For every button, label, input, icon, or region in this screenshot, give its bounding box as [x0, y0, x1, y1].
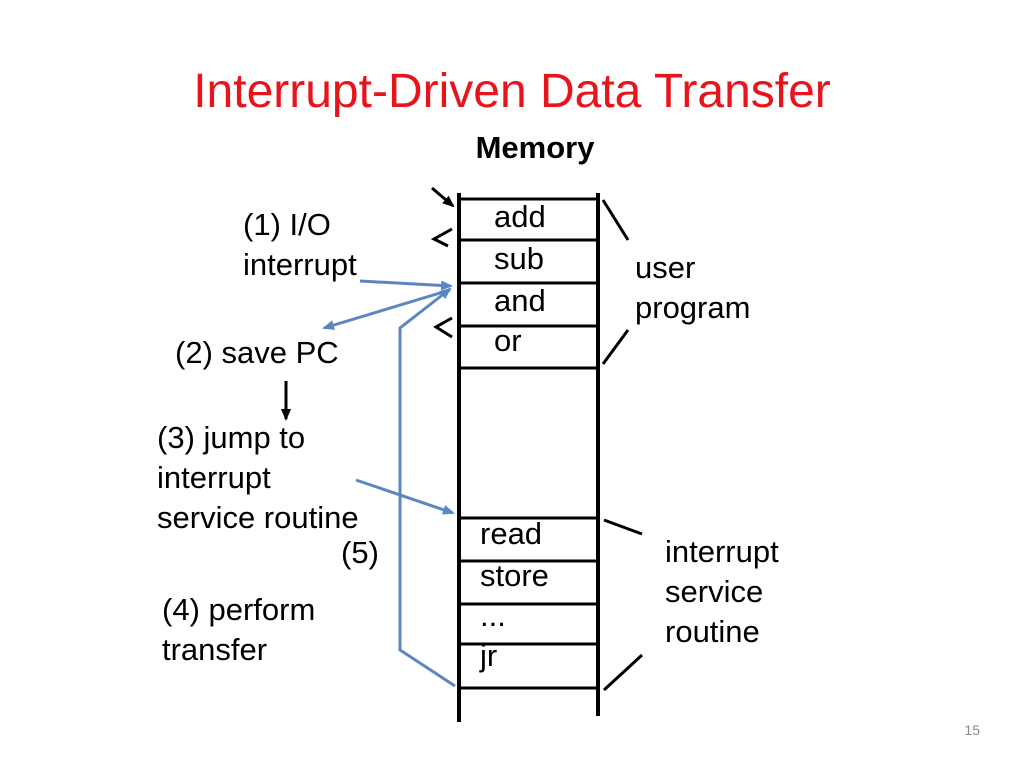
isr-label-line: interrupt	[665, 534, 779, 569]
step4-label-line: transfer	[162, 632, 268, 667]
isr-label-line: routine	[665, 614, 760, 649]
interrupt-arrow	[359, 279, 453, 291]
user-program-label-line: program	[635, 290, 751, 325]
isr-bracket-bottom	[602, 653, 644, 692]
step3-label: (3) jump to interrupt service routine	[157, 418, 359, 538]
step3-label-line: service routine	[157, 500, 359, 535]
jump-to-isr-arrow	[355, 478, 455, 515]
pc-arrow-bent	[430, 227, 453, 248]
instruction-sub: sub	[494, 241, 544, 276]
step3-label-line: (3) jump to	[157, 420, 306, 455]
instruction-jr: jr	[480, 638, 498, 673]
user-program-label-line: user	[635, 250, 696, 285]
step3-label-line: interrupt	[157, 460, 271, 495]
step4-label-line: (4) perform	[162, 592, 316, 627]
user-program-bracket-bottom	[601, 329, 630, 365]
isr-label: interrupt service routine	[665, 532, 779, 652]
step4-label: (4) perform transfer	[162, 590, 315, 670]
instruction-add: add	[494, 199, 546, 234]
step5-label: (5)	[341, 535, 379, 570]
step1-label-line: interrupt	[243, 247, 357, 282]
pc-arrow	[431, 186, 455, 208]
isr-bracket-top	[603, 518, 643, 536]
step1-label-line: (1) I/O	[243, 207, 331, 242]
instruction-ellipsis: ...	[480, 598, 506, 633]
user-program-bracket-top	[601, 199, 630, 241]
slide-number: 15	[964, 722, 980, 738]
step2-label: (2) save PC	[175, 335, 339, 370]
slide-title: Interrupt-Driven Data Transfer	[193, 65, 831, 118]
save-pc-arrow	[322, 288, 451, 330]
step1-label: (1) I/O interrupt	[243, 205, 357, 285]
instruction-store: store	[480, 558, 549, 593]
instruction-and: and	[494, 283, 546, 318]
instruction-read: read	[480, 516, 543, 551]
return-arrow	[398, 287, 456, 688]
memory-heading: Memory	[475, 130, 595, 165]
isr-label-line: service	[665, 574, 764, 609]
user-program-label: user program	[635, 248, 750, 328]
pc-arrow-bent	[433, 316, 453, 339]
instruction-or: or	[494, 323, 522, 358]
